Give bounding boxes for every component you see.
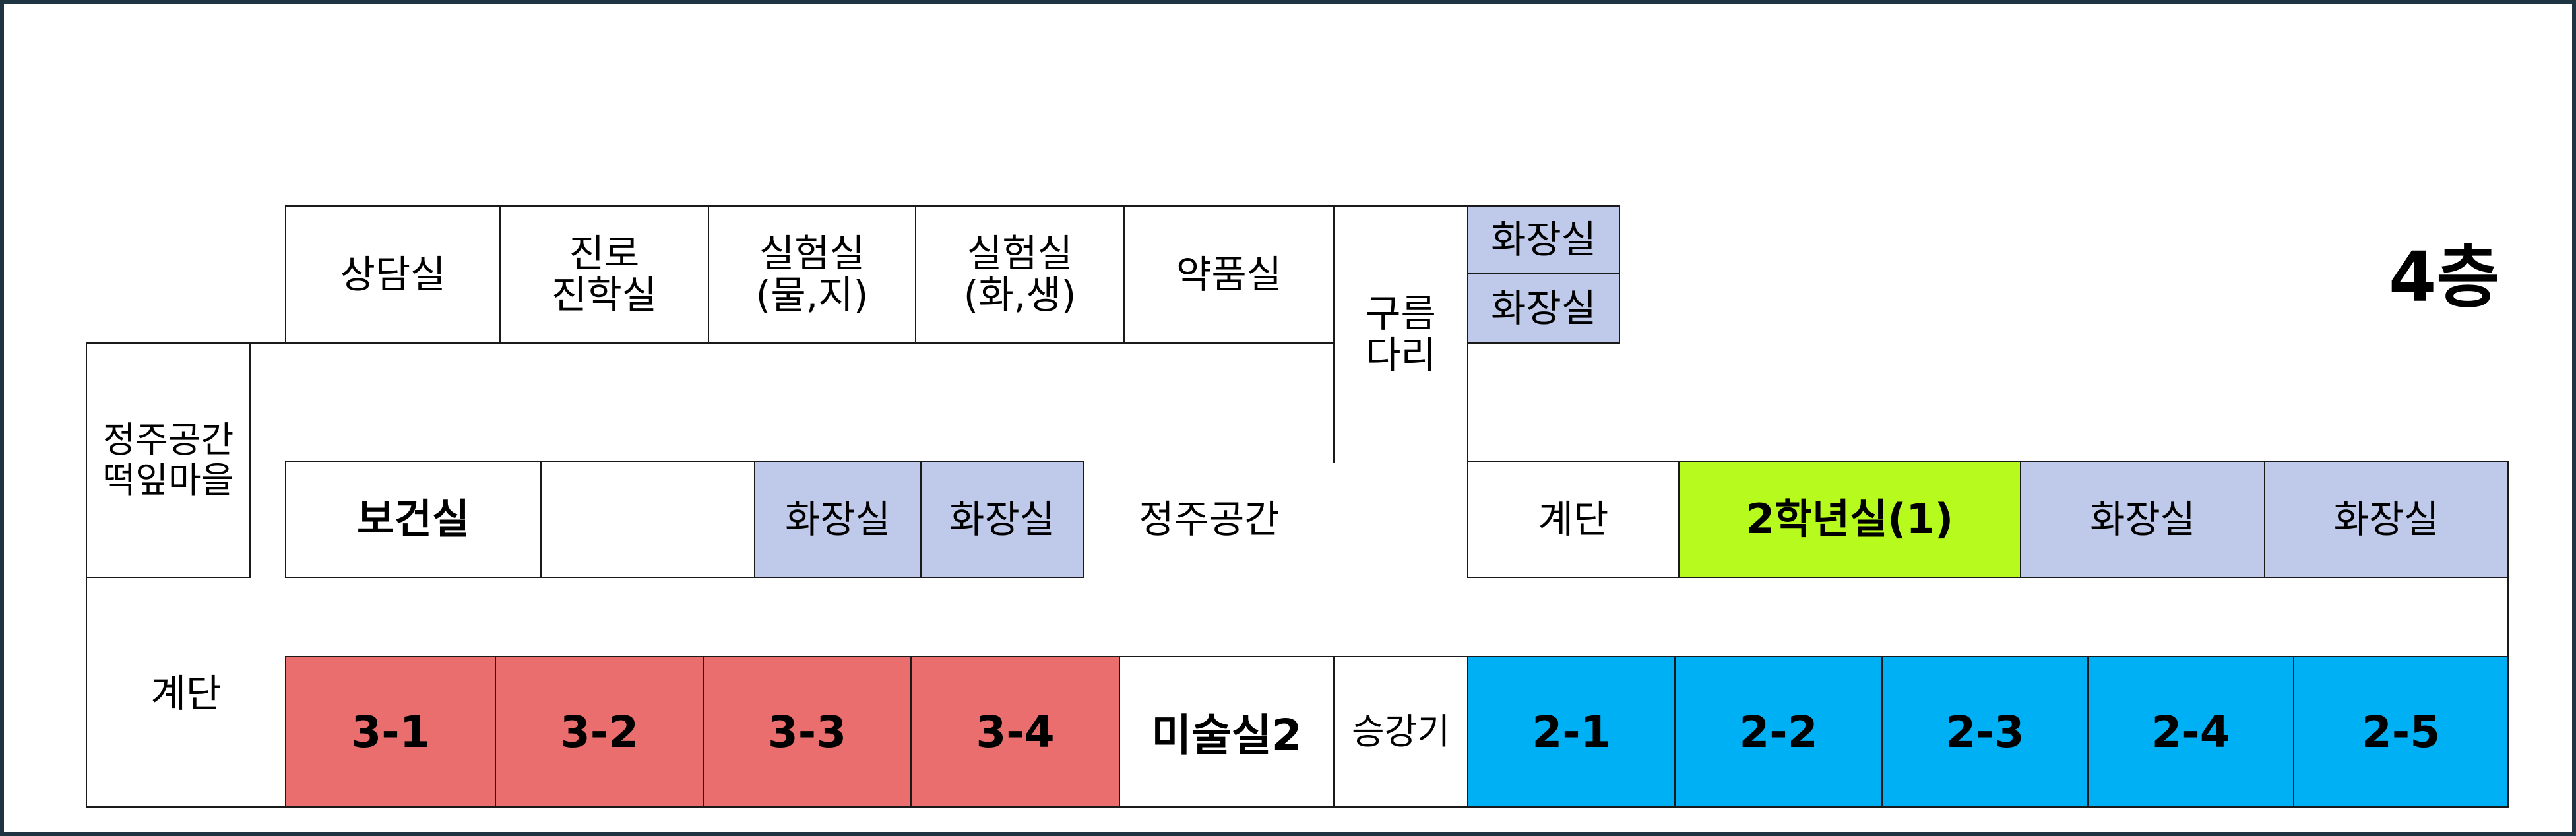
hallway-north (249, 342, 1335, 463)
room-label: 3-2 (559, 706, 639, 757)
room-label: 화장실 (2089, 496, 2196, 542)
room-lounge-left: 정주공간 떡잎마을 (86, 342, 251, 578)
room-lab-physics: 실험실 (물,지) (708, 205, 916, 344)
room-label: 2-2 (1739, 706, 1818, 757)
restroom-upper-1: 화장실 (1467, 205, 1620, 274)
classroom-3-1: 3-1 (285, 656, 496, 808)
room-label: 정주공간 (1139, 496, 1280, 542)
room-health: 보건실 (285, 461, 542, 578)
room-lab-chem: 실험실 (화,생) (915, 205, 1125, 344)
room-label: 화장실 (949, 496, 1055, 542)
elevator: 승강기 (1333, 656, 1468, 808)
room-art-2: 미술실2 (1119, 656, 1335, 808)
classroom-2-2: 2-2 (1674, 656, 1883, 808)
room-counseling: 상담실 (285, 205, 501, 344)
room-label: 2-1 (1532, 706, 1611, 757)
restroom-middle-2: 화장실 (920, 461, 1084, 578)
room-label: 3-4 (976, 706, 1055, 757)
room-label: 계단 (150, 670, 222, 716)
room-label: 상담실 (340, 251, 446, 297)
floor-label: 4층 (2389, 237, 2500, 317)
room-grade2-office: 2학년실(1) (1678, 461, 2021, 578)
room-label: 실험실 (화,생) (963, 231, 1077, 317)
room-label: 정주공간 떡잎마을 (102, 419, 234, 501)
room-blank (540, 461, 755, 578)
classroom-3-2: 3-2 (495, 656, 704, 808)
room-lounge-middle: 정주공간 (1084, 461, 1335, 578)
room-label: 화장실 (2333, 496, 2439, 542)
classroom-2-3: 2-3 (1881, 656, 2089, 808)
room-label: 2학년실(1) (1745, 494, 1954, 543)
classroom-2-5: 2-5 (2293, 656, 2509, 808)
room-career: 진로 진학실 (499, 205, 709, 344)
room-label: 약품실 (1176, 251, 1282, 297)
restroom-middle-4: 화장실 (2264, 461, 2509, 578)
classroom-2-1: 2-1 (1467, 656, 1676, 808)
classroom-3-4: 3-4 (910, 656, 1120, 808)
restroom-middle-1: 화장실 (754, 461, 922, 578)
bridge-label: 구름 다리 (1366, 291, 1436, 377)
room-label: 2-5 (2361, 706, 2441, 757)
room-label: 보건실 (356, 494, 470, 543)
room-label: 승강기 (1351, 710, 1451, 752)
room-label: 실험실 (물,지) (755, 231, 869, 317)
room-label: 화장실 (1490, 285, 1597, 331)
room-label: 계단 (1538, 496, 1609, 542)
room-label: 2-4 (2151, 706, 2230, 757)
restroom-upper-2: 화장실 (1467, 273, 1620, 344)
classroom-3-3: 3-3 (703, 656, 912, 808)
room-label: 2-3 (1945, 706, 2025, 757)
room-label: 3-1 (351, 706, 430, 757)
stairs-left: 계단 (87, 637, 285, 750)
room-label: 미술실2 (1151, 710, 1302, 761)
room-label: 3-3 (767, 706, 847, 757)
room-label: 화장실 (784, 496, 891, 542)
classroom-2-4: 2-4 (2087, 656, 2294, 808)
room-label: 화장실 (1490, 216, 1597, 262)
room-chem-storage: 약품실 (1123, 205, 1335, 344)
room-label: 진로 진학실 (551, 231, 658, 317)
bridge: 구름 다리 (1333, 205, 1468, 463)
stairs-right: 계단 (1467, 461, 1680, 578)
restroom-middle-3: 화장실 (2020, 461, 2265, 578)
